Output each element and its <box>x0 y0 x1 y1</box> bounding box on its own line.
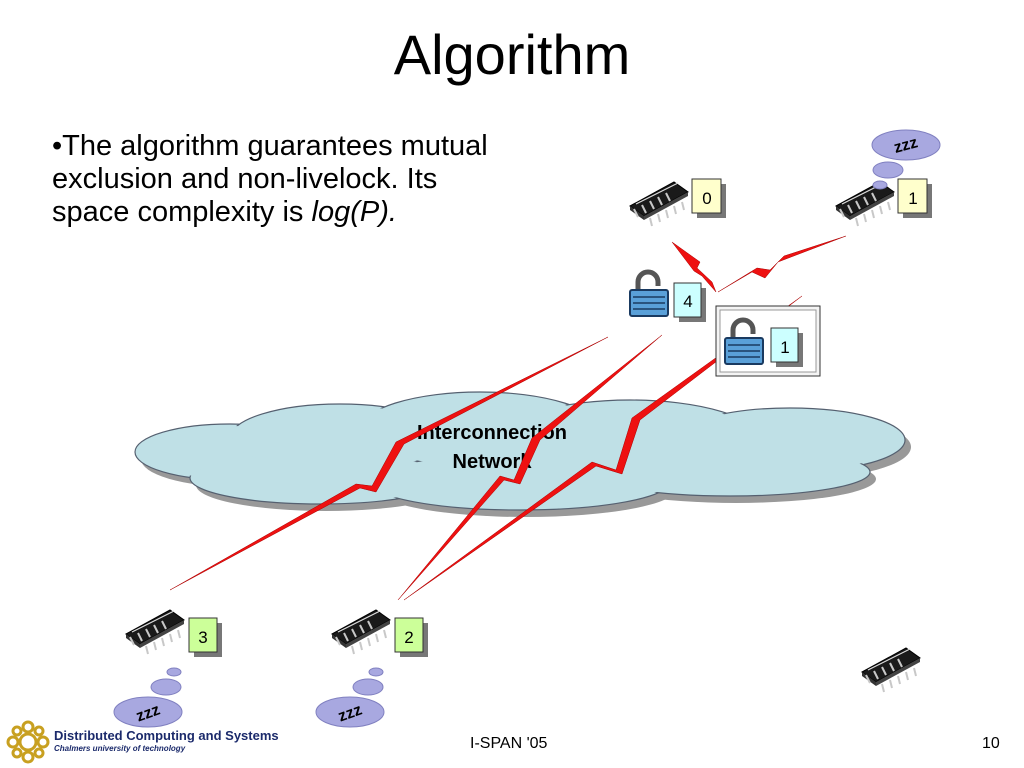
process-1-note <box>897 178 928 214</box>
process-2-label: 2 <box>404 628 413 647</box>
process-0-note <box>691 178 722 214</box>
process-3-note <box>188 617 218 653</box>
bullet-text: •The algorithm guarantees mutual exclusi… <box>52 130 512 229</box>
bolt-p0-to-lock <box>671 241 717 293</box>
cloud-label-line1: Interconnection <box>417 422 567 444</box>
org-name: Distributed Computing and Systems <box>54 728 279 743</box>
bolt-p3-to-lock <box>169 336 609 591</box>
lock-holder-note <box>673 282 702 318</box>
processor-1-icon <box>835 181 895 227</box>
process-3-label: 3 <box>198 628 207 647</box>
bullet-prefix: •The algorithm guarantees mutual exclusi… <box>52 130 488 228</box>
process-2-note <box>394 617 424 653</box>
message-bolts <box>169 235 847 601</box>
lock-queue-note <box>770 327 799 363</box>
org-logo-icon <box>6 720 50 764</box>
footer-event: I-SPAN '05 <box>470 735 548 752</box>
lock-queue-label: 1 <box>780 338 789 357</box>
lock-holder-label: 4 <box>683 292 692 311</box>
process-0-label: 0 <box>702 189 711 208</box>
bolt-p2-to-lock <box>397 334 663 601</box>
slide-title: Algorithm <box>393 23 631 86</box>
processor-2-icon <box>331 609 391 655</box>
org-logo: Distributed Computing and Systems Chalme… <box>6 718 286 764</box>
interconnection-cloud <box>134 391 911 517</box>
lock-open-icon <box>630 272 668 316</box>
processor-idle-icon <box>861 647 921 693</box>
sleep-text-p1: zzz <box>892 134 920 157</box>
bolt-p2-to-queue <box>403 295 803 601</box>
cloud-label-line2: Network <box>453 451 533 473</box>
org-subtitle: Chalmers university of technology <box>54 744 186 753</box>
processor-3-icon <box>125 609 185 655</box>
bullet-italic: log(P). <box>311 196 397 228</box>
bolt-p1-to-lock <box>717 235 847 293</box>
page-number: 10 <box>982 735 1000 752</box>
process-1-label: 1 <box>908 189 917 208</box>
processor-0-icon <box>629 181 689 227</box>
